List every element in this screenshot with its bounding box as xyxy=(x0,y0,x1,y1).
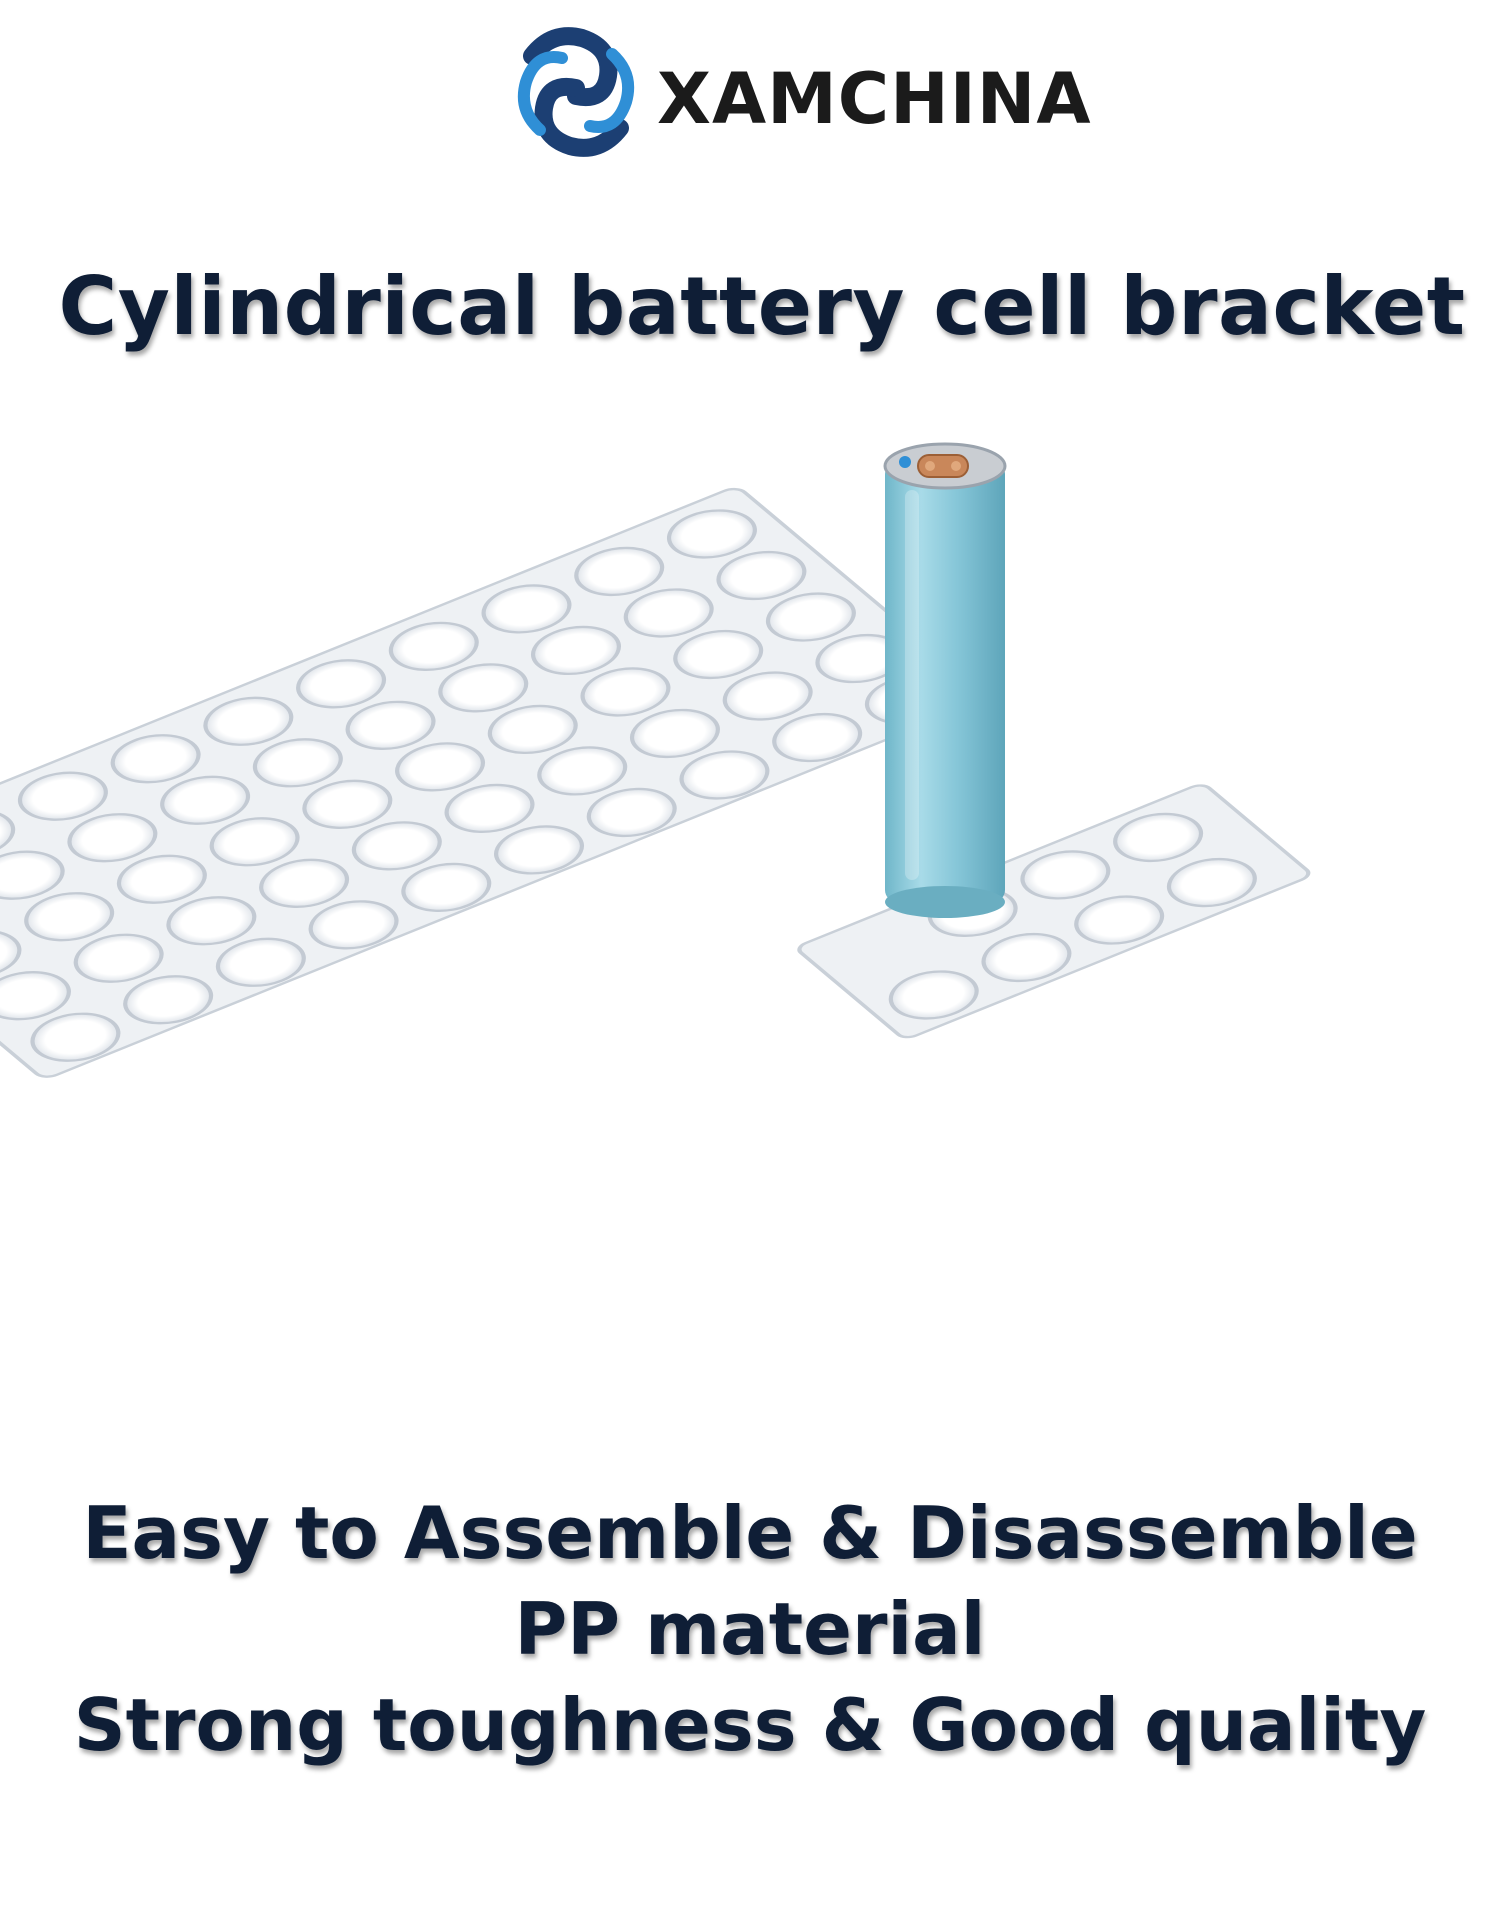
bracket-cell-hole xyxy=(586,787,677,838)
brand-name: XAMCHINA xyxy=(657,58,1092,140)
bracket-cell-hole xyxy=(1020,850,1111,900)
bracket-cell-hole xyxy=(67,813,158,863)
bracket-cell-hole xyxy=(215,937,306,987)
bracket-cell-hole xyxy=(0,929,22,979)
feature-material: PP material xyxy=(514,1587,986,1671)
bracket-cell-hole xyxy=(537,746,628,796)
bracket-cell-hole xyxy=(481,584,572,634)
brand-logo: XAMCHINA xyxy=(512,26,1091,158)
bracket-cell-hole xyxy=(1166,857,1257,908)
page-title: Cylindrical battery cell bracket xyxy=(58,260,1466,353)
bracket-cell-hole xyxy=(0,971,71,1021)
bracket-cell-hole xyxy=(673,629,764,680)
bracket-cell-hole xyxy=(252,738,343,788)
bracket-cell-hole xyxy=(629,708,720,759)
small-battery-bracket xyxy=(797,784,1311,1039)
bracket-cell-hole xyxy=(487,704,578,755)
bracket-cell-hole xyxy=(1113,812,1204,863)
bracket-cell-hole xyxy=(24,892,115,942)
bracket-cell-hole xyxy=(160,775,251,825)
bracket-cell-hole xyxy=(530,625,622,676)
bracket-cell-hole xyxy=(772,712,863,763)
feature-assemble: Easy to Assemble & Disassemble xyxy=(82,1491,1418,1575)
bracket-cell-hole xyxy=(580,667,671,717)
bracket-cell-hole xyxy=(0,809,16,859)
bracket-cell-hole xyxy=(73,933,164,983)
bracket-cell-hole xyxy=(438,663,529,713)
large-battery-bracket xyxy=(0,487,987,1078)
bracket-cell-hole xyxy=(1074,895,1165,945)
bracket-cell-hole xyxy=(0,850,65,900)
bracket-cell-hole xyxy=(308,900,399,950)
bracket-cell-hole xyxy=(345,700,436,750)
battery-cell xyxy=(883,442,1007,918)
feature-quality: Strong toughness & Good quality xyxy=(73,1683,1427,1767)
bracket-cell-hole xyxy=(401,862,492,913)
bracket-cell-hole xyxy=(722,671,813,721)
bracket-cell-hole xyxy=(296,659,387,709)
bracket-cell-hole xyxy=(123,975,214,1025)
bracket-cell-hole xyxy=(679,750,770,800)
bracket-cell-hole xyxy=(110,734,201,784)
bracket-cell-hole xyxy=(888,970,979,1020)
bracket-cell-hole xyxy=(666,509,757,559)
bracket-cell-hole xyxy=(17,771,108,821)
bracket-cell-hole xyxy=(209,817,300,867)
bracket-cell-hole xyxy=(116,854,207,904)
bracket-cell-hole xyxy=(166,896,257,946)
bracket-cell-hole xyxy=(493,825,585,875)
bracket-cell-hole xyxy=(30,1012,121,1062)
bracket-cell-hole xyxy=(444,783,535,834)
bracket-cell-hole xyxy=(623,588,714,638)
product-image xyxy=(0,442,1311,1078)
bracket-cell-hole xyxy=(395,742,486,792)
bracket-cell-hole xyxy=(388,621,479,671)
bracket-cell-hole xyxy=(259,858,350,908)
xamchina-logo-icon xyxy=(517,27,635,157)
bracket-cell-hole xyxy=(716,550,807,601)
bracket-cell-hole xyxy=(351,821,442,871)
bracket-cell-hole xyxy=(574,546,665,597)
bracket-cell-hole xyxy=(203,696,294,746)
bracket-cell-hole xyxy=(765,592,856,642)
bracket-cell-hole xyxy=(981,932,1072,983)
bracket-cell-hole xyxy=(302,779,393,829)
